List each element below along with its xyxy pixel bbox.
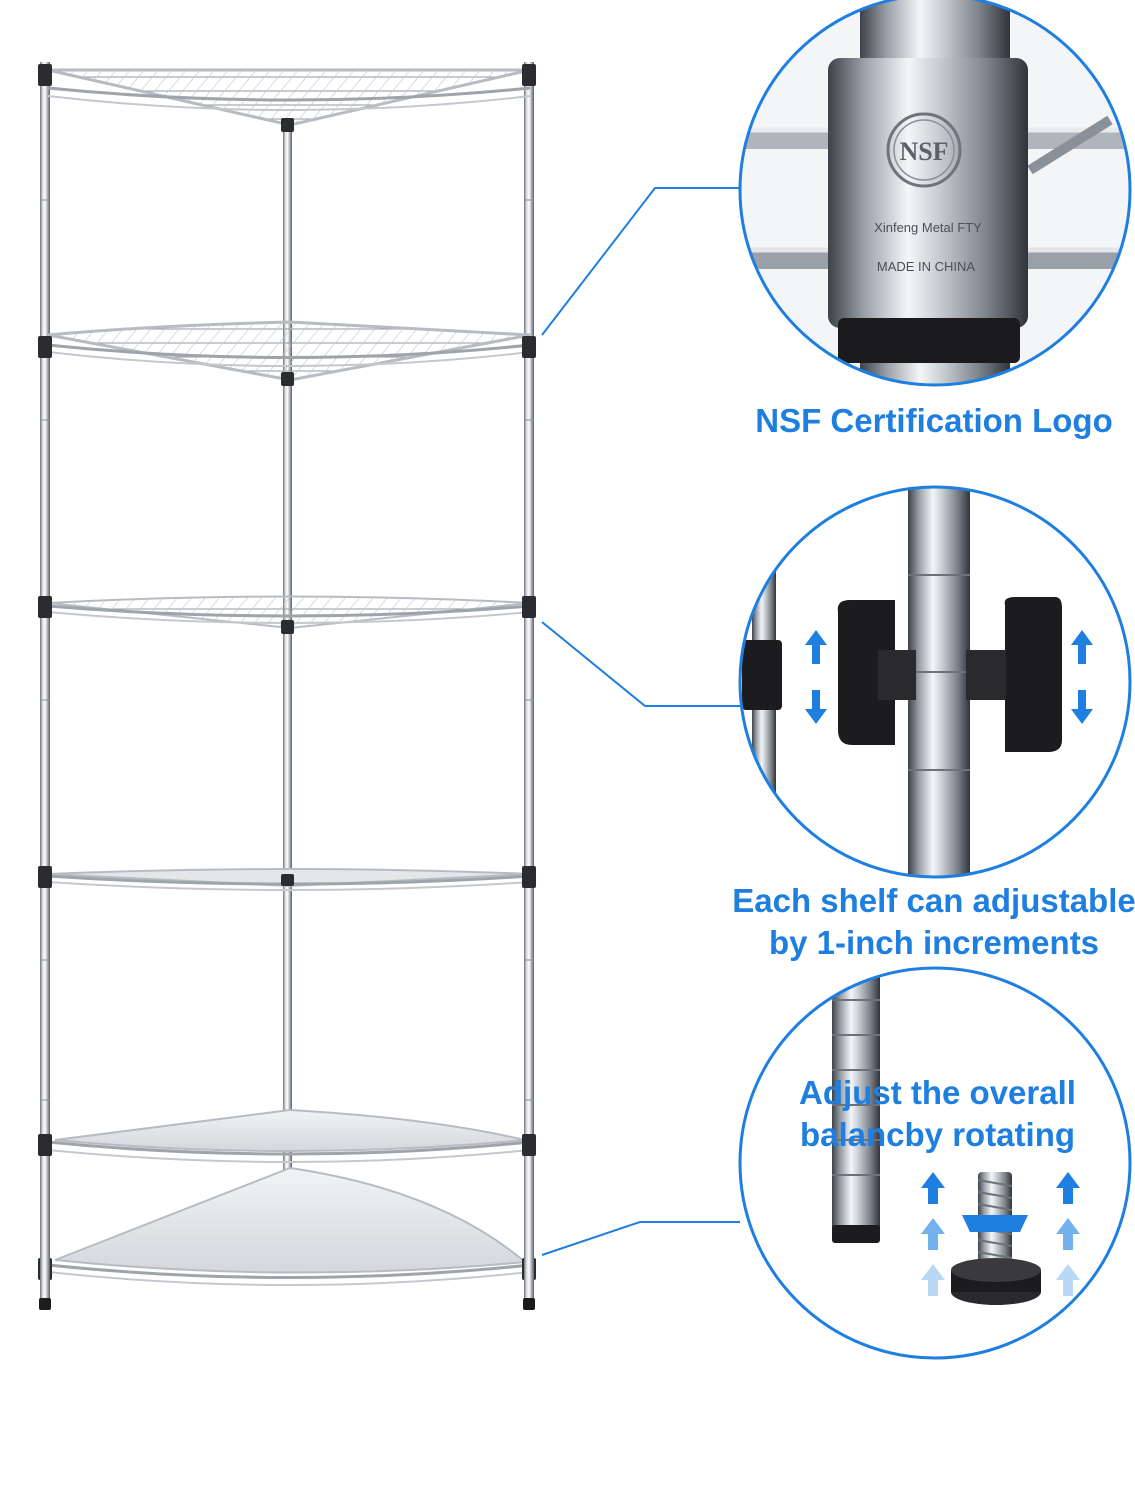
arrow-up-icon <box>805 630 1093 664</box>
arrow-up-icon <box>921 1172 1080 1296</box>
leveling-foot <box>39 1298 51 1310</box>
left-post <box>40 62 50 1212</box>
shelf-1 <box>38 64 536 132</box>
arrow-down-icon <box>805 690 1093 724</box>
detail-leveling-foot <box>738 966 1132 1360</box>
back-post <box>283 118 292 1208</box>
origin-engraving: MADE IN CHINA <box>877 259 976 274</box>
maker-engraving: Xinfeng Metal FTY <box>874 220 982 235</box>
shelf-2 <box>38 320 536 386</box>
right-post <box>524 62 534 1212</box>
caption-line: NSF Certification Logo <box>755 402 1113 439</box>
shelf-5 <box>38 1108 536 1163</box>
caption-line: by 1-inch increments <box>768 924 1100 961</box>
shelf-4 <box>38 866 536 891</box>
detail-nsf-collar: NSF Xinfeng Metal FTY MADE IN CHINA <box>738 0 1132 387</box>
caption-nsf-logo: NSF Certification Logo <box>740 400 1128 442</box>
caption-line: Each shelf can adjustable <box>732 882 1135 919</box>
leveling-foot <box>523 1298 535 1310</box>
caption-balance: Adjust the overall balancby rotating <box>755 1072 1120 1156</box>
callout-leaders <box>541 187 740 1256</box>
shelving-unit <box>38 62 536 1310</box>
detail-shelf-clips <box>738 485 1132 879</box>
nsf-seal-icon <box>886 112 962 188</box>
caption-line: Adjust the overall <box>799 1074 1076 1111</box>
shelf-3 <box>38 595 536 634</box>
shelf-6 <box>38 1166 536 1286</box>
caption-shelf-adjust: Each shelf can adjustable by 1-inch incr… <box>730 880 1135 964</box>
nsf-seal-text: NSF <box>899 137 948 166</box>
caption-line: balancby rotating <box>799 1116 1076 1153</box>
